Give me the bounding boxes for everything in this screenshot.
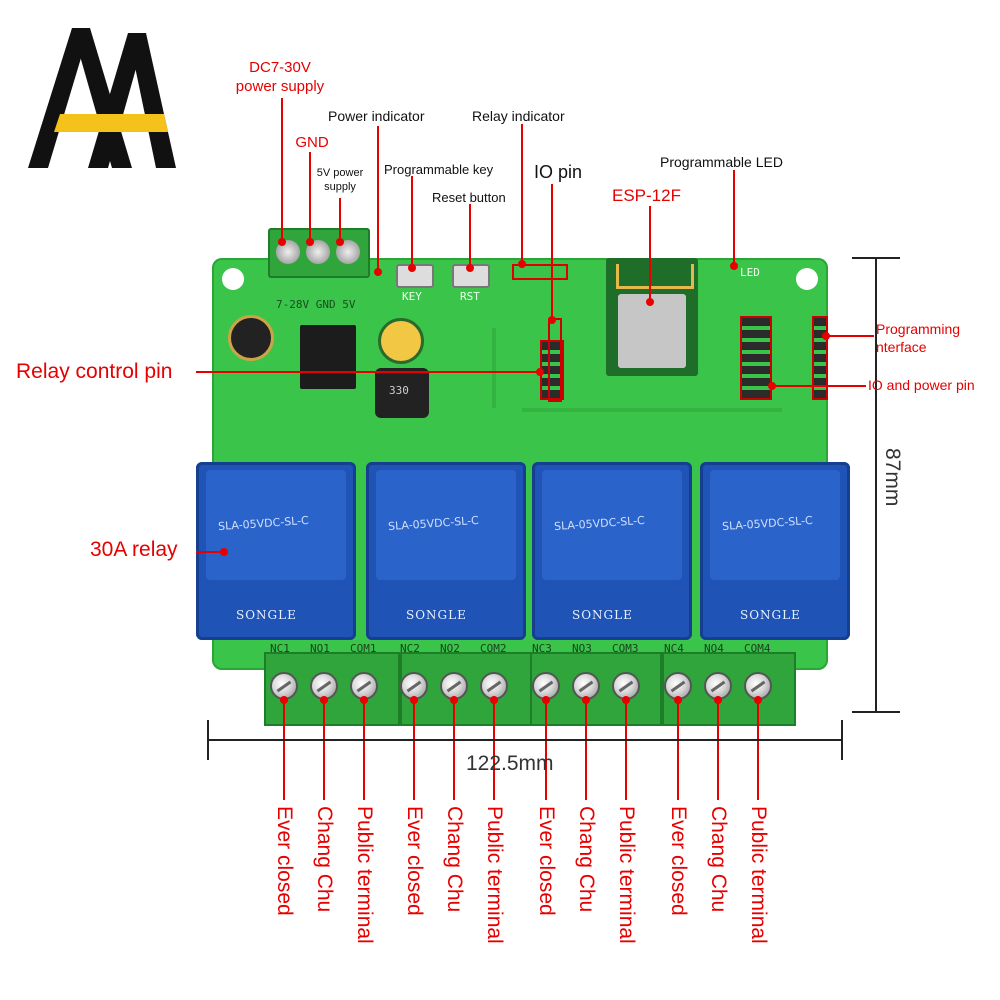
terminal-function-label-12: Public terminal — [747, 806, 770, 944]
programming-interface-label: Programming nterface — [876, 321, 961, 355]
contact-silk-3: COM1 — [350, 642, 377, 655]
terminal-function-label-11: Chang Chu — [707, 806, 730, 913]
relay-control-pin-label: Relay control pin — [16, 360, 173, 383]
relay-4: SLA-05VDC-SL-C SONGLE — [700, 462, 850, 640]
terminal-screw-2 — [310, 672, 338, 700]
terminal-function-label-2: Chang Chu — [313, 806, 336, 913]
power-indicator-label: Power indicator — [328, 108, 425, 124]
programmable-key-label: Programmable key — [384, 162, 494, 177]
terminal-screw-7 — [532, 672, 560, 700]
programmable-led-label: Programmable LED — [660, 154, 783, 170]
gnd-label: GND — [295, 134, 329, 151]
terminal-function-label-7: Ever closed — [535, 806, 558, 916]
power-terminal-block — [268, 228, 370, 278]
reset-button-label: Reset button — [432, 190, 506, 205]
terminal-function-label-9: Public terminal — [615, 806, 638, 944]
inductor: 330 — [375, 368, 429, 418]
esp12f-label: ESP-12F — [612, 186, 681, 205]
contact-silk-8: NO3 — [572, 642, 592, 655]
contact-silk-11: NO4 — [704, 642, 724, 655]
terminal-screw-4 — [400, 672, 428, 700]
contact-silk-2: NO1 — [310, 642, 330, 655]
terminal-function-label-6: Public terminal — [483, 806, 506, 944]
relay-30a-label: 30A relay — [90, 538, 178, 561]
relay-2: SLA-05VDC-SL-C SONGLE — [366, 462, 526, 640]
terminal-function-label-1: Ever closed — [273, 806, 296, 916]
esp12f-module — [606, 258, 698, 376]
five-v-label: 5V power supply — [316, 167, 364, 193]
dimension-width-label: 122.5mm — [466, 752, 554, 775]
terminal-function-label-8: Chang Chu — [575, 806, 598, 913]
contact-silk-7: NC3 — [532, 642, 552, 655]
contact-silk-9: COM3 — [612, 642, 639, 655]
contact-silk-5: NO2 — [440, 642, 460, 655]
dc-supply-label: DC7-30V power supply — [235, 59, 325, 95]
power-terminal-silk: 7-28V GND 5V — [276, 298, 356, 311]
relay-indicator-label: Relay indicator — [472, 108, 565, 124]
terminal-screw-12 — [744, 672, 772, 700]
terminal-function-label-5: Chang Chu — [443, 806, 466, 913]
relay-indicator-leds — [512, 264, 568, 280]
dimension-height-label: 87mm — [881, 448, 904, 507]
terminal-screw-10 — [664, 672, 692, 700]
terminal-screw-6 — [480, 672, 508, 700]
contact-silk-10: NC4 — [664, 642, 684, 655]
relay-3: SLA-05VDC-SL-C SONGLE — [532, 462, 692, 640]
capacitor-left — [228, 315, 274, 361]
contact-silk-6: COM2 — [480, 642, 507, 655]
contact-silk-1: NC1 — [270, 642, 290, 655]
terminal-function-label-10: Ever closed — [667, 806, 690, 916]
brand-logo — [28, 28, 176, 168]
contact-silk-4: NC2 — [400, 642, 420, 655]
terminal-function-label-4: Ever closed — [403, 806, 426, 916]
terminal-screw-8 — [572, 672, 600, 700]
voltage-regulator — [300, 325, 356, 389]
io-power-pin-label: IO and power pin — [868, 377, 975, 393]
capacitor-right — [378, 318, 424, 364]
terminal-function-label-3: Public terminal — [353, 806, 376, 944]
io-pin-label: IO pin — [534, 162, 583, 182]
io-power-header — [740, 316, 772, 400]
contact-silk-12: COM4 — [744, 642, 771, 655]
